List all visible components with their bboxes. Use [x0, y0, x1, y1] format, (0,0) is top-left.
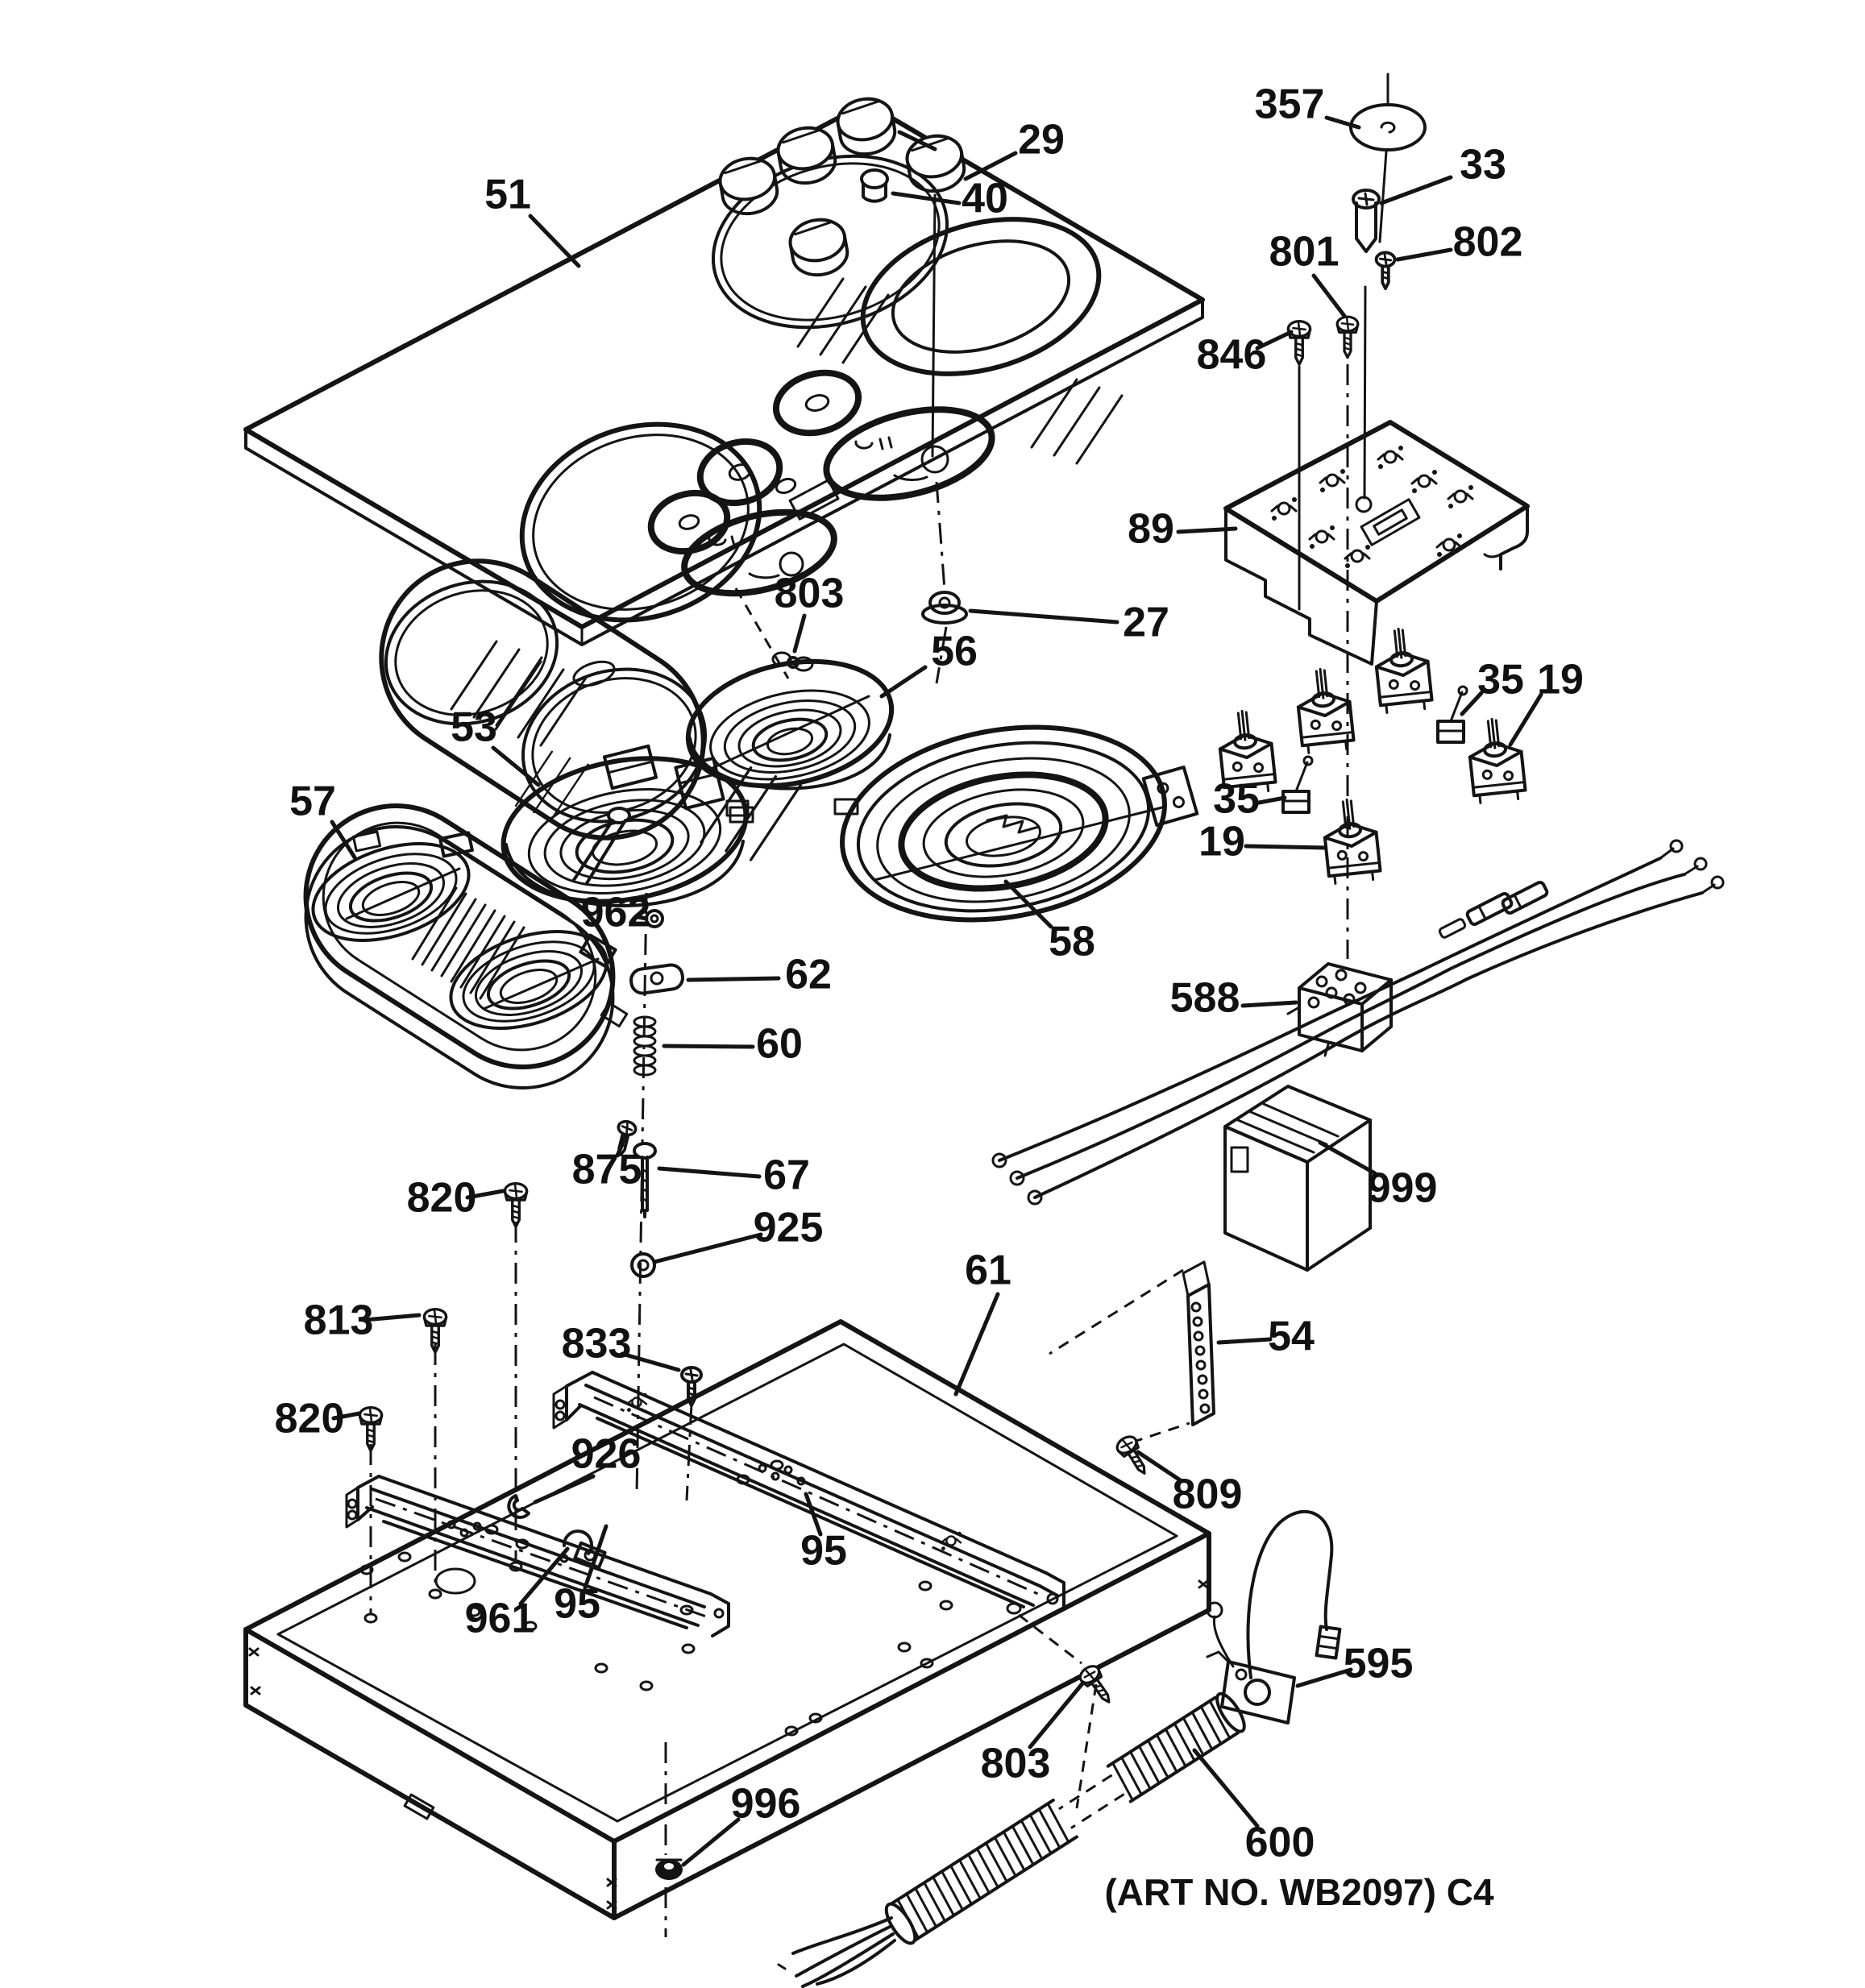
- screw-802: [1374, 251, 1397, 291]
- carton-box: [1223, 1085, 1372, 1272]
- control-knob: [715, 152, 783, 220]
- surface-element-53: [501, 744, 750, 907]
- burner-pan: [243, 1181, 1211, 1920]
- part-label-35b: 35: [1213, 776, 1260, 823]
- part-label-19a: 19: [1537, 657, 1584, 703]
- infinite-switch: [1319, 795, 1383, 886]
- part-label-35a: 35: [1477, 657, 1524, 703]
- part-label-54: 54: [1268, 1314, 1315, 1360]
- clip-926: [507, 1494, 530, 1519]
- terminal-bracket-595: [1206, 1510, 1342, 1724]
- part-label-29: 29: [1018, 117, 1065, 164]
- control-knob: [902, 130, 970, 197]
- limiter-probe: [572, 807, 631, 885]
- wire-harness: [991, 839, 1725, 1206]
- infinite-switch: [1464, 715, 1528, 806]
- indicator-disc: [696, 438, 783, 507]
- stud-33: [1352, 189, 1381, 253]
- part-label-600: 600: [1245, 1820, 1315, 1866]
- part-label-803b: 803: [981, 1741, 1051, 1787]
- clamp-961: [562, 1529, 607, 1570]
- screw-projection-line: [1018, 1613, 1098, 1809]
- control-knob: [785, 214, 853, 281]
- glass-cooktop-panel: [243, 93, 1205, 861]
- control-box-assembly: [1223, 73, 1530, 959]
- flexible-conduit-600: [777, 1691, 1246, 1988]
- element-hardware-stack: [610, 587, 968, 1496]
- part-label-803a: 803: [775, 571, 845, 617]
- screw-846: [1286, 319, 1312, 366]
- surface-element-56: [674, 658, 895, 824]
- callout-labels: 51 29 40 357 33 801 802 846 89 803 27 56…: [275, 81, 1584, 1866]
- part-label-56: 56: [931, 629, 978, 675]
- control-graphic: [823, 406, 995, 501]
- mounting-strip: [1049, 1260, 1215, 1444]
- push-nut-996: [655, 1742, 683, 1937]
- part-label-809: 809: [1173, 1471, 1243, 1518]
- mounting-channel-rear: [552, 1371, 1065, 1620]
- part-label-875: 875: [572, 1147, 642, 1193]
- part-label-925: 925: [754, 1205, 824, 1251]
- infinite-switch: [1371, 625, 1435, 716]
- screw-820-upper: [503, 1181, 529, 1228]
- indicator-disc: [647, 489, 731, 555]
- part-label-820b: 820: [275, 1396, 345, 1442]
- part-label-813: 813: [304, 1297, 374, 1344]
- part-label-27: 27: [1123, 600, 1169, 646]
- spring-60: [633, 1015, 657, 1077]
- washer-925: [630, 1252, 656, 1278]
- part-label-95b: 95: [554, 1581, 600, 1628]
- control-knob: [773, 122, 841, 189]
- control-knob: [833, 93, 900, 160]
- pan-holes: [359, 1459, 1022, 1737]
- bracket-62: [629, 963, 684, 995]
- part-label-58: 58: [1049, 919, 1095, 965]
- leader-lines: [330, 115, 1543, 1867]
- part-label-53: 53: [451, 704, 497, 751]
- part-label-357: 357: [1255, 81, 1325, 128]
- part-label-33: 33: [1460, 142, 1506, 189]
- part-label-62: 62: [785, 952, 832, 998]
- part-label-961: 961: [465, 1596, 535, 1642]
- indicator-disc: [772, 369, 862, 437]
- surface-element-58: [840, 724, 1199, 923]
- part-label-846: 846: [1197, 332, 1267, 379]
- screw-801: [1335, 315, 1360, 359]
- part-label-820a: 820: [407, 1175, 477, 1222]
- part-label-926: 926: [571, 1431, 642, 1478]
- part-label-595: 595: [1344, 1641, 1414, 1687]
- part-label-89: 89: [1128, 506, 1174, 553]
- mounting-channel-front: [345, 1475, 730, 1637]
- part-label-833: 833: [562, 1321, 632, 1368]
- art-number-note: (ART NO. WB2097) C4: [1104, 1871, 1493, 1913]
- part-label-95a: 95: [800, 1528, 847, 1575]
- part-label-60: 60: [756, 1021, 803, 1068]
- part-label-999: 999: [1368, 1165, 1438, 1212]
- part-label-19b: 19: [1198, 819, 1245, 865]
- part-label-40: 40: [962, 176, 1008, 222]
- part-label-61: 61: [965, 1247, 1011, 1294]
- double-oval-element-57: [303, 803, 629, 1089]
- switch-cap: [860, 168, 889, 203]
- part-label-57: 57: [289, 778, 336, 825]
- part-label-802: 802: [1453, 219, 1523, 266]
- cap-357: [1349, 103, 1427, 151]
- part-label-996: 996: [731, 1781, 801, 1828]
- control-mounting-box: [1223, 420, 1530, 666]
- infinite-switch: [1293, 665, 1356, 756]
- part-label-67: 67: [763, 1152, 810, 1199]
- terminal-block: [1286, 962, 1393, 1057]
- bolt-67: [633, 1142, 657, 1218]
- control-graphic: [681, 508, 837, 597]
- toggle-switch: [1281, 755, 1314, 814]
- part-label-51: 51: [484, 172, 531, 218]
- wing-nut-803: [771, 651, 814, 672]
- brand-logo: [572, 660, 616, 687]
- part-label-588: 588: [1170, 975, 1240, 1022]
- part-label-962: 962: [581, 890, 651, 936]
- part-label-801: 801: [1269, 229, 1340, 276]
- grommet-foot-27: [921, 591, 968, 625]
